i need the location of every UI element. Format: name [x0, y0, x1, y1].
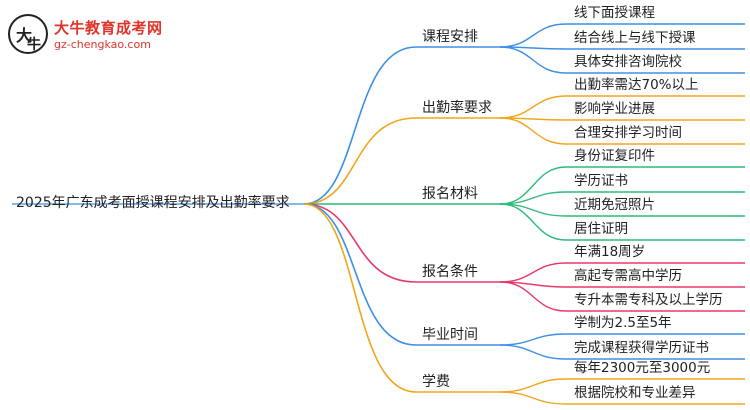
branch-connector — [303, 117, 500, 205]
leaf-connector — [499, 344, 745, 360]
leaf-connector — [499, 378, 745, 393]
leaf-label: 身份证复印件 — [574, 148, 655, 164]
branch-label: 课程安排 — [422, 29, 478, 45]
leaf-connector — [499, 391, 745, 405]
leaf-label: 学历证书 — [574, 173, 628, 189]
leaf-label: 居住证明 — [574, 221, 628, 237]
leaf-connector — [499, 46, 745, 50]
leaf-label: 每年2300元至3000元 — [574, 360, 711, 376]
leaf-connector — [499, 23, 745, 48]
branch-connector — [303, 203, 500, 346]
leaf-label: 线下面授课程 — [574, 5, 655, 21]
leaf-connector — [499, 262, 745, 283]
branch-label: 报名条件 — [422, 264, 478, 280]
branch-connector — [303, 203, 500, 393]
leaf-connector — [499, 95, 745, 119]
leaf-label: 出勤率需达70%以上 — [574, 77, 699, 93]
leaf-label: 具体安排咨询院校 — [574, 54, 682, 70]
leaf-label: 年满18周岁 — [574, 244, 646, 260]
leaf-label: 学制为2.5至5年 — [574, 315, 672, 331]
leaf-label: 合理安排学习时间 — [574, 125, 682, 141]
branch-label: 出勤率要求 — [422, 100, 492, 116]
logo-url: gz-chengkao.com — [54, 38, 151, 51]
leaf-label: 完成课程获得学历证书 — [574, 340, 709, 356]
leaf-connector — [499, 117, 745, 121]
leaf-connector — [499, 46, 745, 74]
leaf-label: 近期免冠照片 — [574, 197, 655, 213]
branch-label: 毕业时间 — [422, 327, 478, 343]
logo-name: 大牛教育成考网 — [54, 19, 163, 37]
leaf-label: 根据院校和专业差异 — [574, 385, 696, 401]
leaf-connector — [499, 333, 745, 346]
leaf-connector — [499, 166, 745, 205]
leaf-connector — [499, 203, 745, 217]
logo-mark: 大 牛 — [8, 14, 48, 54]
leaf-connector — [499, 281, 745, 288]
leaf-connector — [499, 281, 745, 312]
root-topic: 2025年广东成考面授课程安排及出勤率要求 — [16, 195, 290, 211]
branch-connector — [303, 203, 500, 283]
branch-connector — [303, 46, 500, 205]
leaf-label: 专升本需专科及以上学历 — [574, 292, 723, 308]
leaf-label: 高起专需高中学历 — [574, 268, 682, 284]
leaf-connector — [499, 191, 745, 205]
leaf-label: 影响学业进展 — [574, 101, 655, 117]
leaf-connector — [499, 203, 745, 241]
branch-label: 学费 — [422, 374, 450, 390]
leaf-connector — [499, 117, 745, 145]
branch-label: 报名材料 — [422, 186, 478, 202]
leaf-label: 结合线上与线下授课 — [574, 30, 696, 46]
logo: 大 牛 大牛教育成考网 gz-chengkao.com — [8, 14, 178, 58]
